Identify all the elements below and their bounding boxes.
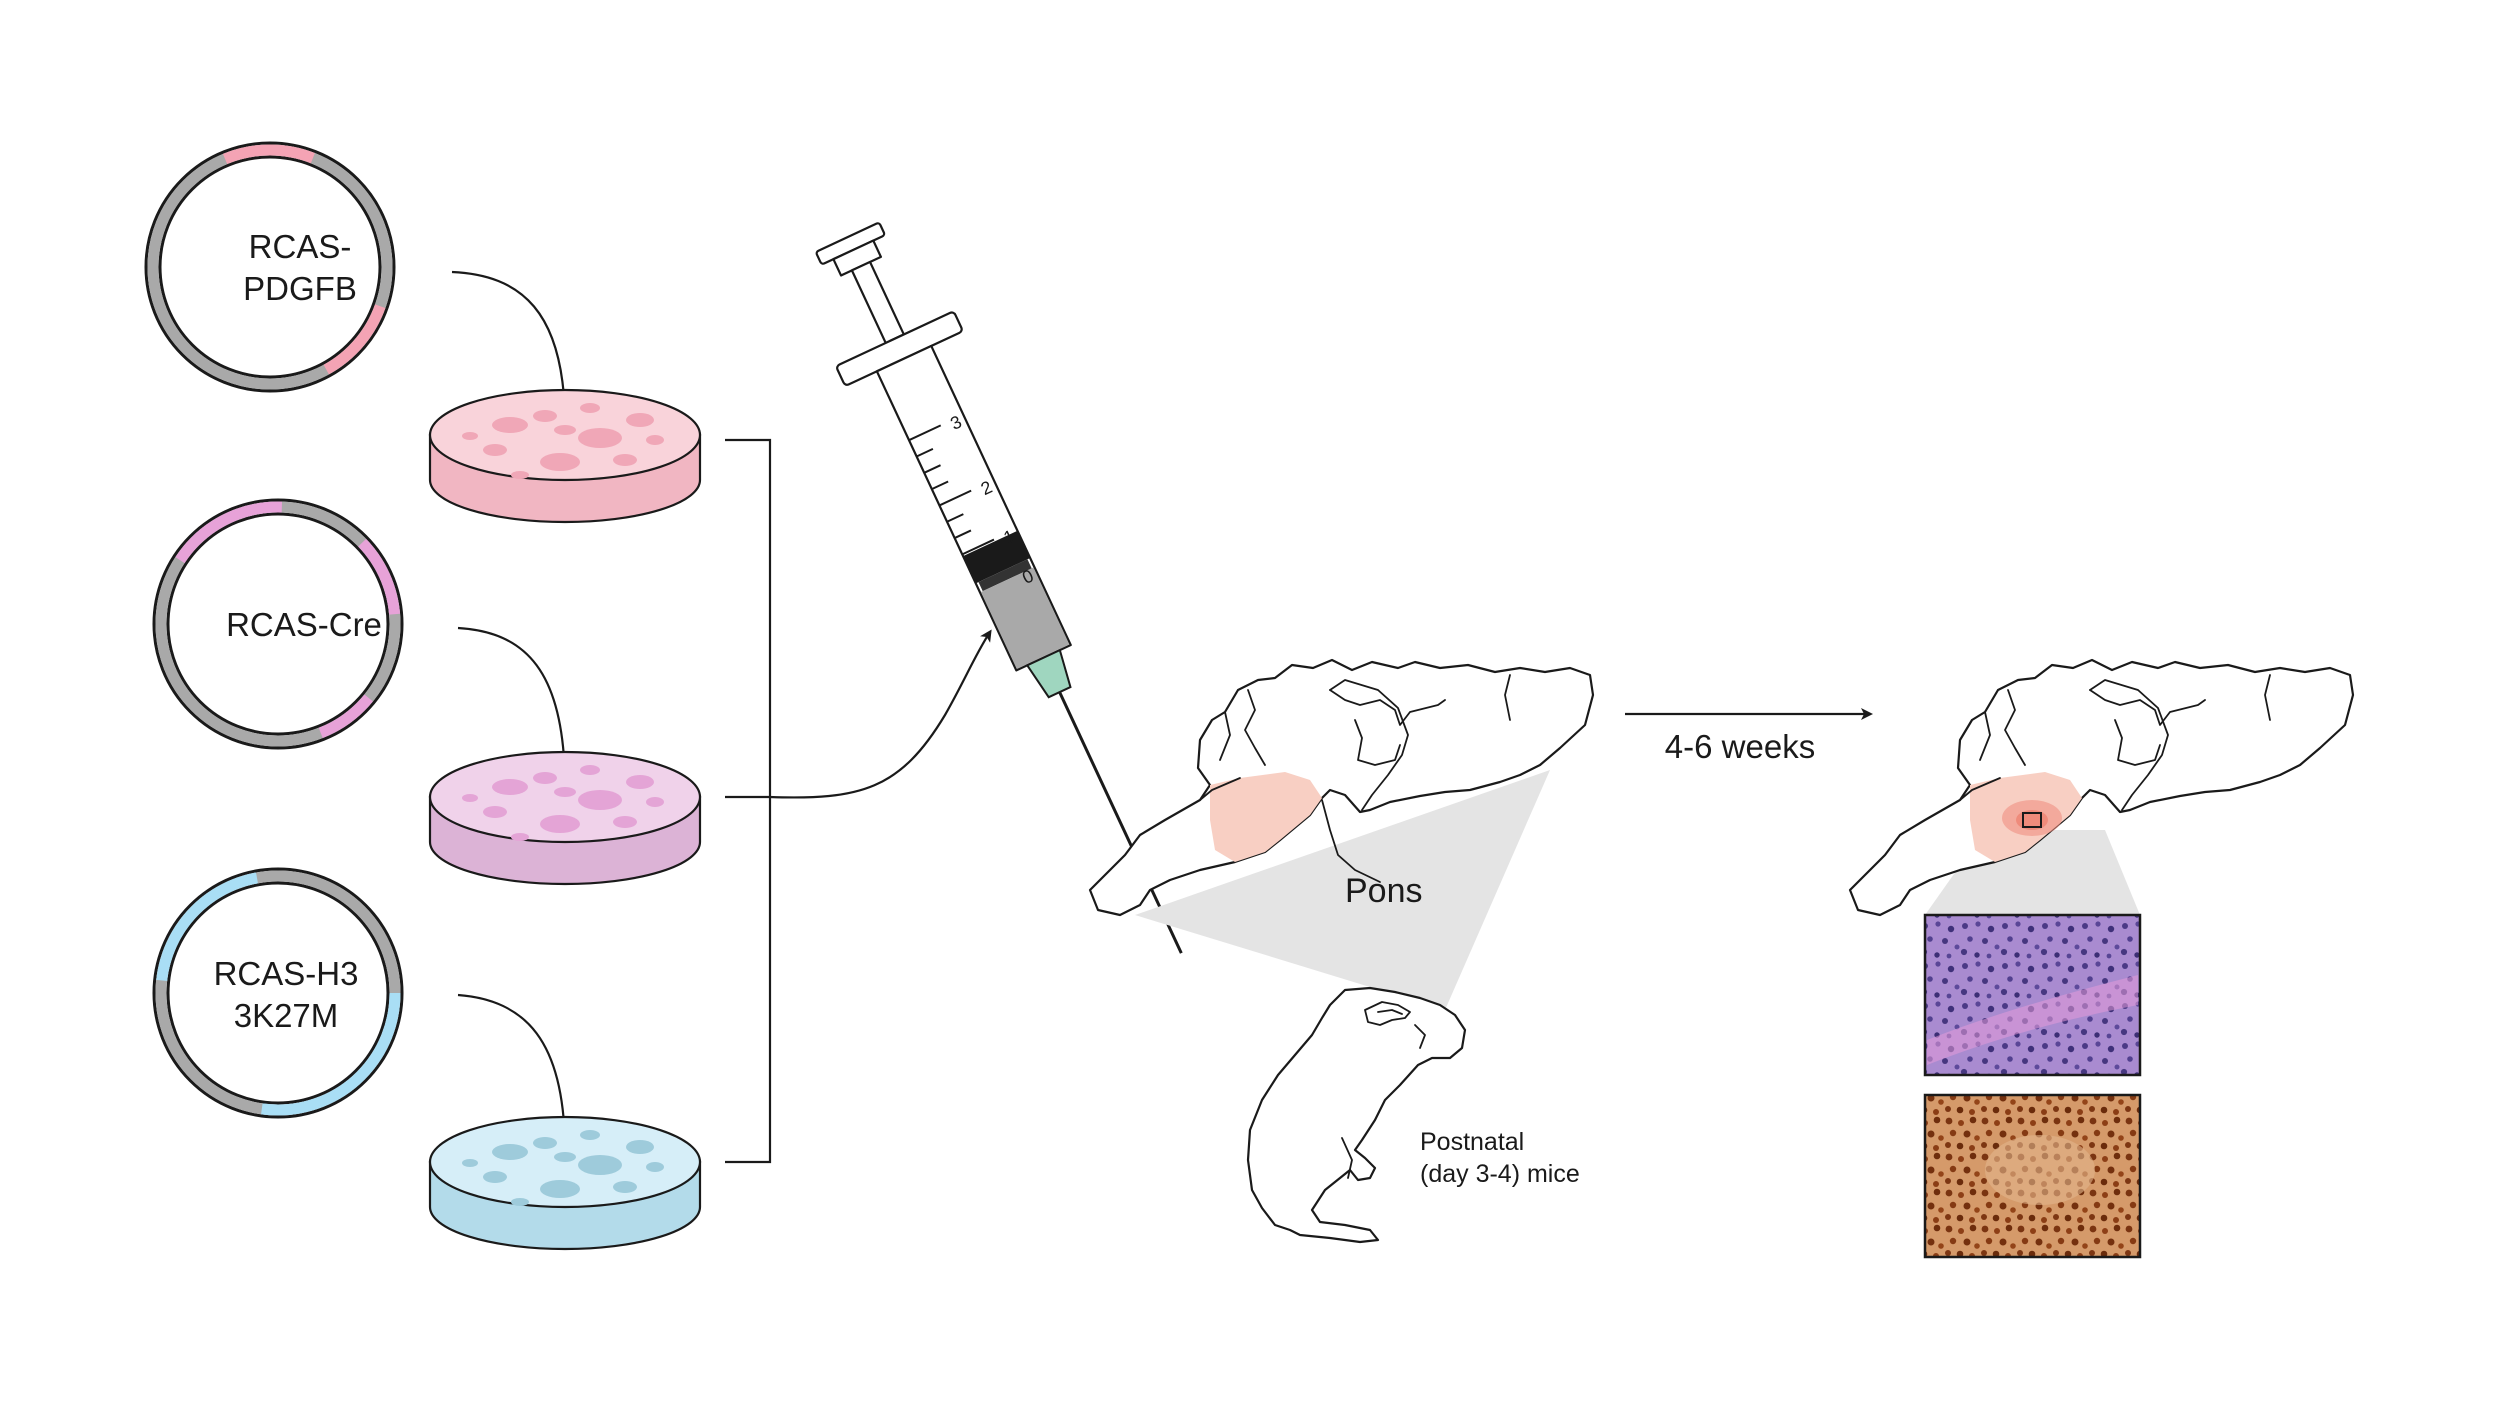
plasmid-label: RCAS-H3 bbox=[214, 955, 359, 992]
transfect-arrow bbox=[457, 626, 571, 791]
pons-label: Pons bbox=[1345, 872, 1423, 910]
plasmid-rcas-cre: RCAS-Cre bbox=[152, 498, 404, 750]
plasmid-label: PDGFB bbox=[243, 270, 357, 307]
transfect-arrow bbox=[457, 993, 571, 1155]
culture-dish-h3 bbox=[428, 1115, 702, 1251]
combine-bracket bbox=[725, 438, 772, 1164]
syringe: 3 2 1 0 bbox=[815, 222, 1183, 954]
plasmid-rcas-pdgfb: RCAS- PDGFB bbox=[144, 141, 396, 393]
transfect-arrow bbox=[451, 270, 571, 428]
inject-arrow bbox=[769, 629, 992, 799]
mouse-brain-sagittal: Pons bbox=[1088, 658, 1595, 1010]
time-label: 4-6 weeks bbox=[1665, 728, 1815, 765]
plasmid-label: 3K27M bbox=[234, 997, 339, 1034]
syringe-scale bbox=[908, 424, 995, 556]
mouse-label: (day 3-4) mice bbox=[1420, 1160, 1580, 1188]
he-stain-panel bbox=[1923, 913, 2142, 1077]
zoom-box bbox=[2022, 812, 2042, 828]
plasmid-label: RCAS- bbox=[249, 228, 352, 265]
culture-dish-cre bbox=[428, 750, 702, 886]
ihc-stain-panel bbox=[1923, 1093, 2142, 1259]
plasmid-rcas-h3: RCAS-H3 3K27M bbox=[152, 867, 404, 1119]
mouse-brain-tumor bbox=[1848, 658, 2355, 917]
mouse-label: Postnatal bbox=[1420, 1128, 1524, 1156]
plasmid-label: RCAS-Cre bbox=[226, 606, 382, 643]
postnatal-mouse: Postnatal (day 3-4) mice bbox=[1246, 986, 1580, 1244]
culture-dish-pdgfb bbox=[428, 388, 702, 524]
